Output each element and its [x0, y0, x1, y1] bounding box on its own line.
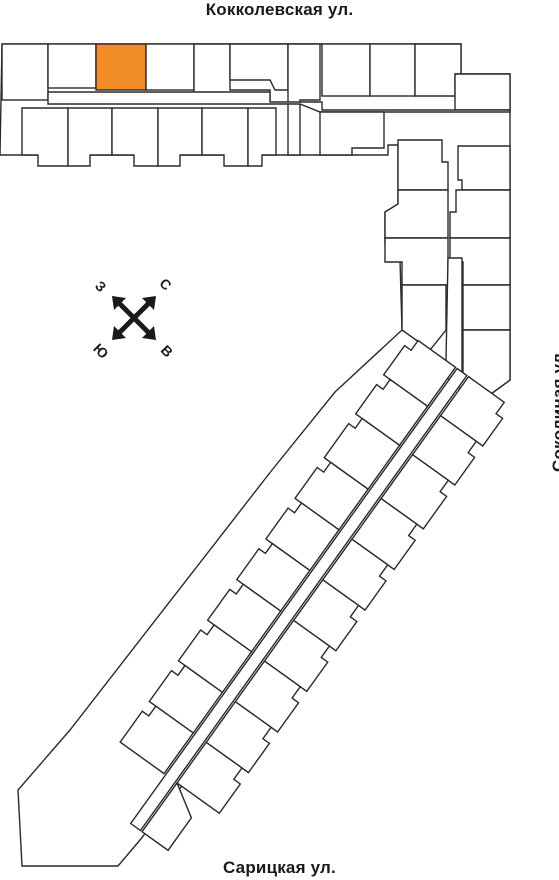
street-label-bottom: Сарицкая ул.	[223, 858, 336, 877]
corridor	[129, 367, 468, 832]
unit[interactable]	[454, 73, 511, 111]
corridor	[47, 91, 511, 113]
diagonal-wing	[119, 339, 506, 852]
unit[interactable]	[201, 107, 249, 167]
top-wing	[1, 43, 511, 167]
unit[interactable]	[145, 43, 195, 91]
unit[interactable]	[462, 284, 511, 331]
unit[interactable]	[457, 145, 511, 191]
unit[interactable]	[141, 781, 193, 852]
unit[interactable]	[287, 43, 321, 156]
unit[interactable]	[397, 139, 449, 191]
compass-north-label: С	[156, 275, 174, 293]
street-label-top: Кокколевская ул.	[205, 0, 354, 19]
street-label-right: Соколиная ул.	[549, 348, 559, 472]
compass-arrows-icon	[116, 300, 152, 336]
unit[interactable]	[384, 189, 449, 239]
right-wing	[384, 139, 511, 403]
unit[interactable]	[157, 107, 203, 167]
selected-unit[interactable]	[95, 43, 147, 91]
unit[interactable]	[414, 43, 462, 97]
compass-south-label: Ю	[90, 340, 112, 362]
unit[interactable]	[47, 43, 97, 89]
unit[interactable]	[21, 107, 69, 167]
unit[interactable]	[449, 189, 511, 239]
unit[interactable]	[247, 107, 277, 167]
unit[interactable]	[67, 107, 113, 167]
compass-east-label: В	[158, 342, 176, 360]
unit[interactable]	[321, 43, 371, 97]
unit[interactable]	[111, 107, 159, 167]
unit[interactable]	[1, 43, 49, 101]
compass: С В Ю З	[90, 275, 176, 362]
unit[interactable]	[319, 111, 385, 156]
unit[interactable]	[401, 284, 447, 351]
unit[interactable]	[119, 705, 195, 775]
compass-west-label: З	[92, 278, 110, 296]
unit[interactable]	[384, 237, 449, 286]
unit[interactable]	[369, 43, 416, 97]
